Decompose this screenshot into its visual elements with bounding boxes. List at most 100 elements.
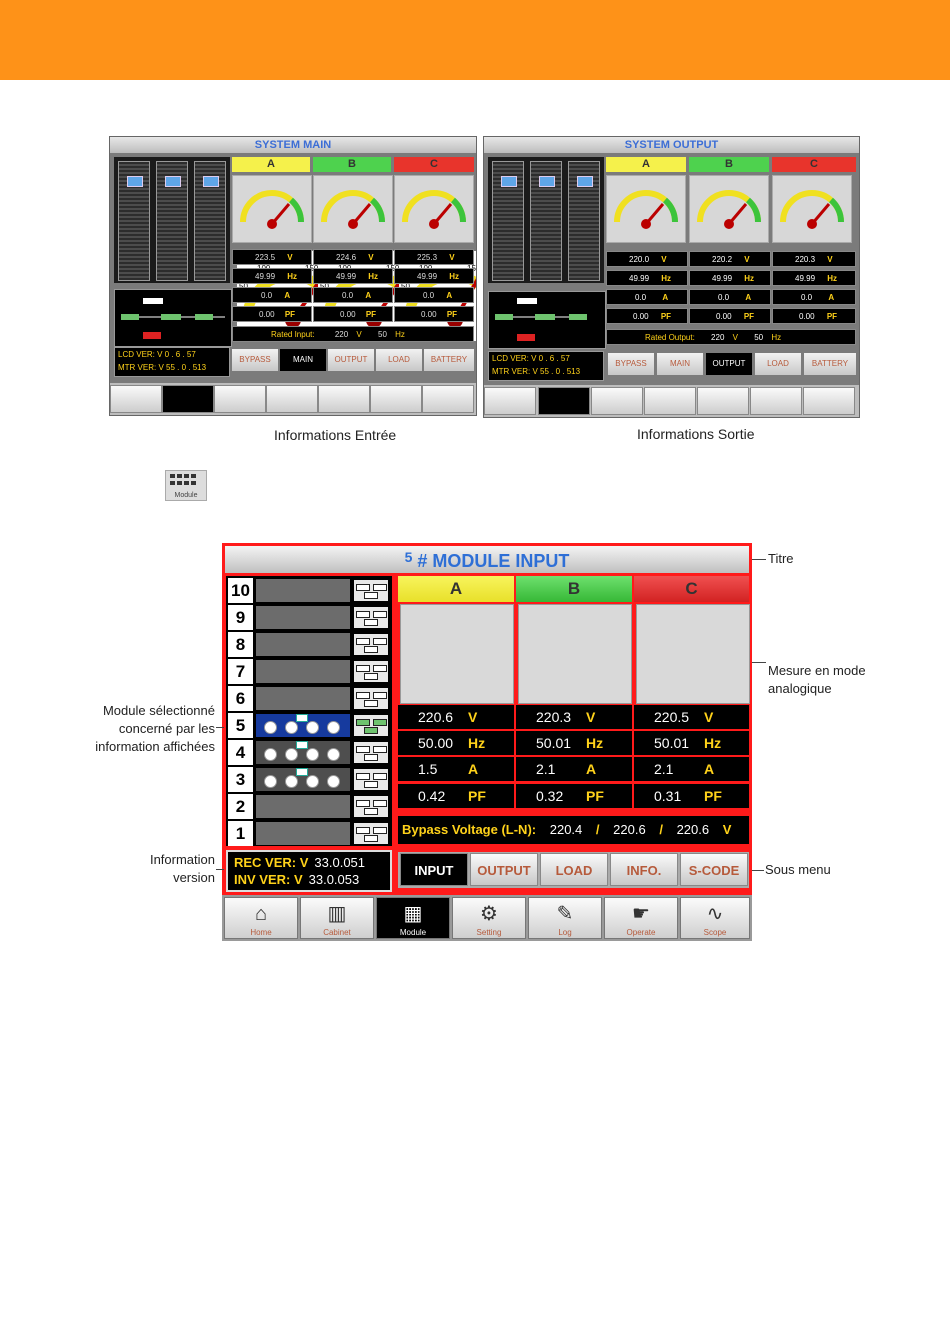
nav-scope[interactable]: ∿Scope <box>680 897 750 939</box>
measurement-value: 0.31 <box>654 788 682 804</box>
measurement-value: 220.3 <box>536 709 572 725</box>
output-b-freq: 49.99 Hz <box>689 270 771 286</box>
module-link-icon <box>354 607 388 628</box>
module-number: 2 <box>228 794 253 819</box>
system-main-title: SYSTEM MAIN <box>110 137 476 153</box>
scope-icon[interactable] <box>803 387 855 415</box>
submenu-load[interactable]: LOAD <box>540 853 608 886</box>
measurement-unit: Hz <box>704 735 722 751</box>
measurement-unit: A <box>704 761 715 777</box>
measurement-unit: A <box>586 761 597 777</box>
submenu-s-code[interactable]: S-CODE <box>680 853 748 886</box>
tab-load[interactable]: LOAD <box>755 353 801 375</box>
tab-bypass[interactable]: BYPASS <box>232 349 278 371</box>
tab-output[interactable]: OUTPUT <box>706 353 752 375</box>
log-icon[interactable] <box>318 385 370 413</box>
tick-label: 50 <box>320 282 329 291</box>
module-menu-icon: Module <box>165 470 207 501</box>
home-icon[interactable] <box>110 385 162 413</box>
measurement-unit: Hz <box>468 735 486 751</box>
cabinet-bar <box>118 161 150 281</box>
nav-home[interactable]: ⌂Home <box>224 897 298 939</box>
module-icon[interactable] <box>214 385 266 413</box>
measurement-value: 50.00 <box>418 735 454 751</box>
annotation-line <box>752 870 764 871</box>
operate-icon[interactable] <box>750 387 802 415</box>
measurement-value: 2.1 <box>536 761 556 777</box>
setting-icon[interactable] <box>644 387 696 415</box>
nav-setting[interactable]: ⚙Setting <box>452 897 526 939</box>
nav-cabinet[interactable]: ▥Cabinet <box>300 897 374 939</box>
submenu-output[interactable]: OUTPUT <box>470 853 538 886</box>
phase-a-header: A <box>398 576 514 602</box>
module-link-icon <box>354 634 388 655</box>
setting-icon[interactable] <box>266 385 318 413</box>
module-icon[interactable] <box>591 387 643 415</box>
operate-icon[interactable] <box>370 385 422 413</box>
submenu-info[interactable]: INFO. <box>610 853 678 886</box>
tab-battery[interactable]: BATTERY <box>424 349 474 371</box>
version-info-main: LCD VER: V 0 . 6 . 57 MTR VER: V 55 . 0 … <box>114 347 230 377</box>
module-slot-row[interactable]: 4 <box>228 740 390 765</box>
tick-label: 50 <box>401 282 410 291</box>
measurement-value: 2.1 <box>654 761 674 777</box>
module-number: 4 <box>228 740 253 765</box>
module-slot <box>256 633 350 656</box>
module-slot-row[interactable]: 2 <box>228 794 390 819</box>
annotation-submenu: Sous menu <box>765 862 831 877</box>
module-slot-row[interactable]: 10 <box>228 578 390 603</box>
tick-label: 50 <box>239 282 248 291</box>
submenu-input[interactable]: INPUT <box>400 853 468 886</box>
nav-log[interactable]: ✎Log <box>528 897 602 939</box>
main-b-freq: 49.99 Hz <box>313 268 393 284</box>
measurement-value: 220.6 <box>418 709 454 725</box>
home-icon[interactable] <box>484 387 536 415</box>
tab-output[interactable]: OUTPUT <box>328 349 374 371</box>
scope-icon[interactable] <box>422 385 474 413</box>
fan-icon <box>327 748 340 761</box>
analog-gauge-a: 100150502500300V <box>232 175 343 342</box>
module-slot-row[interactable]: 3 <box>228 767 390 792</box>
measurement-unit: V <box>586 709 596 725</box>
module-link-icon <box>354 715 388 736</box>
nav-module[interactable]: ▦Module <box>376 897 450 939</box>
module-number: 6 <box>228 686 253 711</box>
fan-icon <box>327 775 340 788</box>
cabinet-icon[interactable] <box>538 387 590 415</box>
module-slot-row[interactable]: 1 <box>228 821 390 846</box>
module-number: 7 <box>228 659 253 684</box>
log-icon[interactable] <box>697 387 749 415</box>
tab-battery[interactable]: BATTERY <box>804 353 856 375</box>
module-slot <box>256 822 350 845</box>
analog-gauge-a <box>400 604 514 704</box>
main-a-voltage: 223.5 V <box>232 249 312 265</box>
tab-main[interactable]: MAIN <box>280 349 326 371</box>
module-slot-row[interactable]: 5 <box>228 713 390 738</box>
nav-operate[interactable]: ☛Operate <box>604 897 678 939</box>
module-slot-row[interactable]: 9 <box>228 605 390 630</box>
output-b-current: 0.0 A <box>689 289 771 305</box>
tab-load[interactable]: LOAD <box>376 349 422 371</box>
output-c-pf: 0.00 PF <box>772 308 856 324</box>
output-c-current: 0.0 A <box>772 289 856 305</box>
tab-bypass[interactable]: BYPASS <box>608 353 654 375</box>
cabinet-icon[interactable] <box>162 385 214 413</box>
tab-main[interactable]: MAIN <box>657 353 703 375</box>
measurement-value: 220.5 <box>654 709 690 725</box>
fan-icon <box>285 775 298 788</box>
module-slot-row[interactable]: 7 <box>228 659 390 684</box>
module-link-icon <box>354 742 388 763</box>
module-number: 1 <box>228 821 253 846</box>
module-slot-row[interactable]: 8 <box>228 632 390 657</box>
annotation-title: Titre <box>768 551 794 566</box>
cabinet-bar <box>156 161 188 281</box>
output-a-voltage: 220.0 V <box>606 251 688 267</box>
module-slot-row[interactable]: 6 <box>228 686 390 711</box>
module-slot <box>256 741 350 764</box>
measurement-unit: A <box>468 761 479 777</box>
fan-icon <box>306 748 319 761</box>
